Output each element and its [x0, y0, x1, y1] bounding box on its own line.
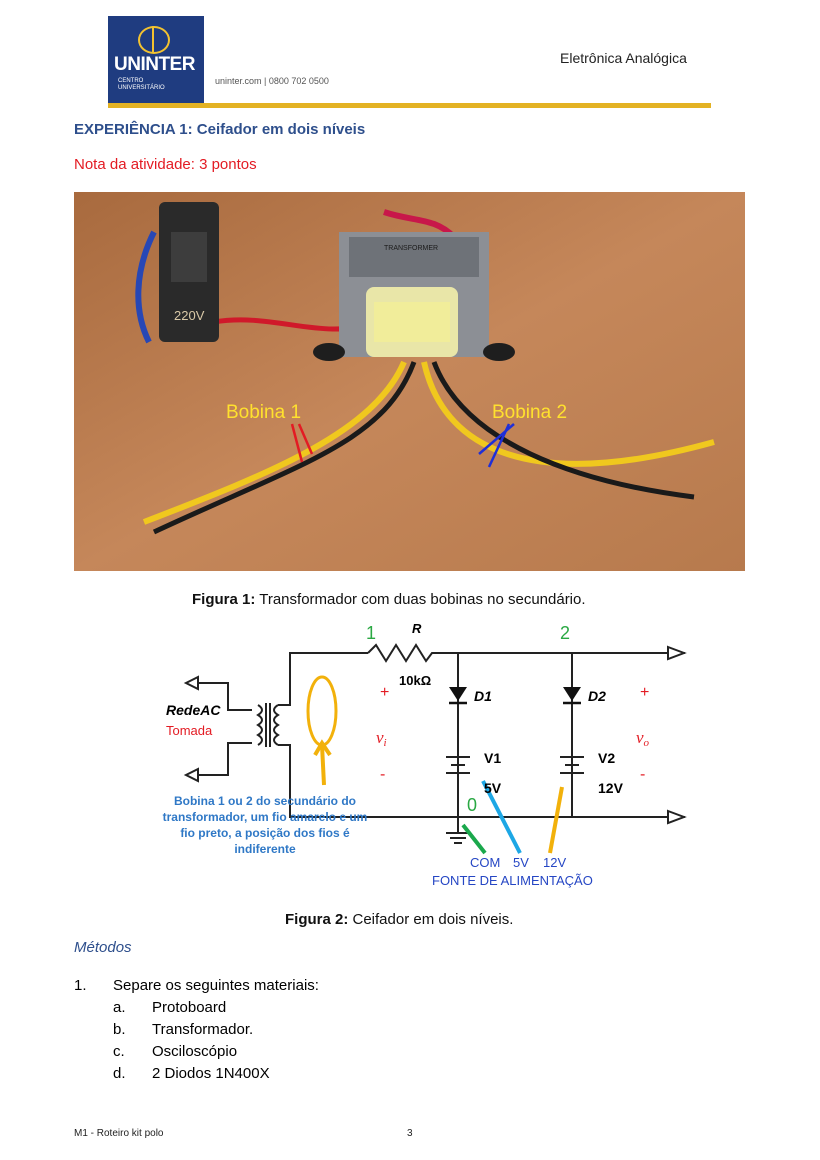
header-contact: uninter.com | 0800 702 0500: [215, 76, 329, 86]
vi-label: vi: [376, 728, 387, 749]
uninter-logo: UNINTER CENTRO UNIVERSITÁRIO: [108, 16, 204, 106]
list-item-letter: a.: [113, 999, 126, 1016]
source-v2-label: V2: [598, 750, 615, 766]
svg-text:fio preto, a posição dos fios: fio preto, a posição dos fios é: [180, 826, 350, 840]
rede-ac-label: RedeAC: [166, 702, 221, 718]
figure1-caption-label: Figura 1:: [192, 591, 256, 608]
coil1-label: Bobina 1: [226, 402, 301, 423]
grade-note: Nota da atividade: 3 pontos: [74, 156, 257, 173]
supply-5v: 5V: [513, 855, 529, 870]
list-item-letter: b.: [113, 1021, 126, 1038]
coil-note: Bobina 1 ou 2 do secundário do transform…: [163, 794, 368, 856]
supply-12v: 12V: [543, 855, 566, 870]
resistor-name: R: [412, 621, 422, 636]
svg-text:indiferente: indiferente: [234, 842, 296, 856]
input-minus: -: [380, 766, 385, 783]
step-1-number: 1.: [74, 977, 87, 994]
node-1-label: 1: [366, 623, 376, 643]
diode-d2-label: D2: [588, 688, 606, 704]
input-plus: +: [380, 684, 389, 701]
figure1-caption-text: Transformador com duas bobinas no secund…: [255, 591, 586, 608]
output-plus: +: [640, 684, 649, 701]
figure2-caption-text: Ceifador em dois níveis.: [348, 911, 514, 928]
methods-heading: Métodos: [74, 939, 132, 956]
clipper-circuit: 1 2 0 R 10kΩ D1 D2 V1 5V V2 12V + - + - …: [163, 621, 687, 888]
transformer-photo: 220V TRANSFORMER Bobina 1 Bobina 2: [74, 192, 745, 571]
supply-com: COM: [470, 855, 500, 870]
resistor-value: 10kΩ: [399, 673, 431, 688]
logo-brand: UNINTER: [114, 54, 195, 75]
source-v1-value: 5V: [484, 780, 502, 796]
header-divider: [108, 103, 711, 108]
node-0-label: 0: [467, 795, 477, 815]
figure2-caption-label: Figura 2:: [285, 911, 349, 928]
source-v1-label: V1: [484, 750, 501, 766]
figure1-caption: Figura 1: Transformador com duas bobinas…: [192, 591, 586, 608]
supply-title: FONTE DE ALIMENTAÇÃO: [432, 873, 593, 888]
list-item: Protoboard: [152, 999, 227, 1016]
diode-d1-symbol: [449, 687, 467, 701]
logo-subtitle: CENTRO UNIVERSITÁRIO: [118, 78, 165, 91]
source-v2-value: 12V: [598, 780, 624, 796]
tomada-label: Tomada: [166, 723, 213, 738]
diode-d1-label: D1: [474, 688, 492, 704]
footer-doc-name: M1 - Roteiro kit polo: [74, 1128, 164, 1139]
globe-icon: [138, 26, 170, 54]
diode-d2-symbol: [563, 687, 581, 701]
vo-label: vo: [636, 728, 650, 749]
transformer-plate: TRANSFORMER: [384, 245, 438, 252]
node-2-label: 2: [560, 623, 570, 643]
course-title: Eletrônica Analógica: [560, 50, 687, 66]
list-item-letter: d.: [113, 1065, 126, 1082]
svg-text:Bobina 1 ou 2 do secundário do: Bobina 1 ou 2 do secundário do: [174, 794, 356, 808]
output-minus: -: [640, 766, 645, 783]
section-title: EXPERIÊNCIA 1: Ceifador em dois níveis: [74, 121, 366, 138]
coil2-label: Bobina 2: [492, 402, 567, 423]
step-1-text: Separe os seguintes materiais:: [113, 977, 319, 994]
list-item-letter: c.: [113, 1043, 125, 1060]
footer-page-number: 3: [407, 1128, 413, 1139]
switch-label: 220V: [174, 308, 205, 323]
figure2-caption: Figura 2: Ceifador em dois níveis.: [285, 911, 513, 928]
list-item: Transformador.: [152, 1021, 254, 1038]
list-item: 2 Diodos 1N400X: [152, 1065, 270, 1082]
svg-text:transformador, um fio amarelo: transformador, um fio amarelo e um: [163, 810, 368, 824]
list-item: Osciloscópio: [152, 1043, 238, 1060]
